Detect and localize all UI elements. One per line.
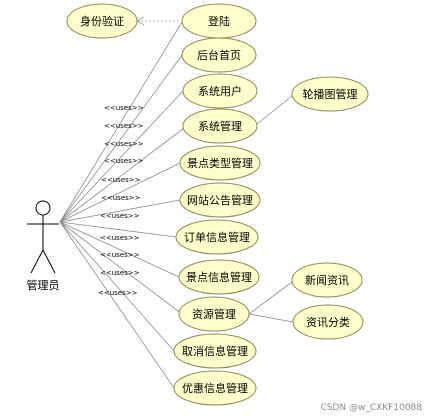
usecase-label: 新闻资讯 (305, 273, 349, 287)
usecase-spotinfo[interactable] (178, 259, 260, 295)
uses-label: <<uses>> (101, 194, 141, 202)
uses-label: <<uses>> (98, 289, 138, 297)
usecase-label: 系统管理 (198, 119, 242, 133)
uses-labels: <<uses>> <<uses>> <<uses>> <<uses>> <<us… (98, 104, 144, 297)
usecase-sysmgmt[interactable] (182, 108, 258, 144)
usecase-order[interactable] (175, 219, 259, 255)
usecase-label: 优惠信息管理 (182, 381, 248, 395)
usecase-auth[interactable] (66, 3, 138, 39)
assoc-sysmgmt (59, 127, 185, 223)
usecase-carousel[interactable] (291, 76, 369, 112)
usecase-label: 取消信息管理 (182, 344, 248, 358)
assoc-login (59, 21, 183, 223)
uses-label: <<uses>> (104, 104, 144, 112)
watermark: CSDN @w_CXKF10088 (320, 403, 422, 413)
assoc-spottype (59, 162, 181, 223)
uses-label: <<uses>> (100, 269, 140, 277)
uses-label: <<uses>> (104, 122, 144, 130)
assoc-order (59, 221, 177, 238)
news-line (248, 281, 293, 315)
usecase-label: 订单信息管理 (184, 230, 250, 244)
newscat-line (248, 313, 294, 323)
assoc-users (59, 90, 184, 223)
association-lines (59, 21, 185, 389)
uses-label: <<uses>> (100, 212, 140, 220)
usecase-spottype[interactable] (179, 145, 261, 181)
usecase-label: 网站公告管理 (187, 193, 253, 207)
usecase-label: 景点类型管理 (187, 156, 253, 170)
usecase-notice[interactable] (179, 182, 261, 218)
usecase-resource[interactable] (178, 296, 250, 332)
uses-label: <<uses>> (101, 176, 141, 184)
usecase-label: 轮播图管理 (303, 87, 358, 101)
actor-name: 管理员 (27, 278, 60, 292)
usecase-label: 登陆 (208, 14, 230, 28)
actor-right-leg (42, 249, 56, 274)
usecase-label: 身份验证 (80, 14, 124, 28)
assoc-spotinfo (59, 221, 180, 278)
uses-label: <<uses>> (104, 157, 144, 165)
usecase-label: 后台首页 (197, 48, 241, 62)
usecase-news[interactable] (291, 262, 363, 298)
carousel-line (256, 95, 293, 125)
usecase-label: 资讯分类 (306, 315, 350, 329)
usecase-newscat[interactable] (292, 304, 364, 340)
assoc-resource (59, 221, 183, 315)
use-cases: 登陆 后台首页 系统用户 系统管理 景点类型管理 网站公告管理 订单信息管理 景… (66, 3, 369, 406)
actor-head (35, 200, 51, 216)
assoc-cancel (59, 221, 175, 352)
uses-label: <<uses>> (104, 140, 144, 148)
usecase-users[interactable] (182, 73, 258, 109)
actor-figure: 管理员 (27, 200, 60, 292)
assoc-home (59, 54, 183, 223)
assoc-coupon (59, 221, 175, 389)
usecase-coupon[interactable] (173, 370, 257, 406)
uses-label: <<uses>> (100, 251, 140, 259)
actor-left-leg (30, 249, 44, 274)
usecase-home[interactable] (181, 37, 257, 73)
assoc-notice (59, 199, 181, 223)
usecase-label: 系统用户 (198, 84, 242, 98)
usecase-label: 资源管理 (192, 307, 236, 321)
usecase-label: 景点信息管理 (186, 270, 252, 284)
usecase-cancel[interactable] (173, 333, 257, 369)
uses-label: <<uses>> (100, 234, 140, 242)
